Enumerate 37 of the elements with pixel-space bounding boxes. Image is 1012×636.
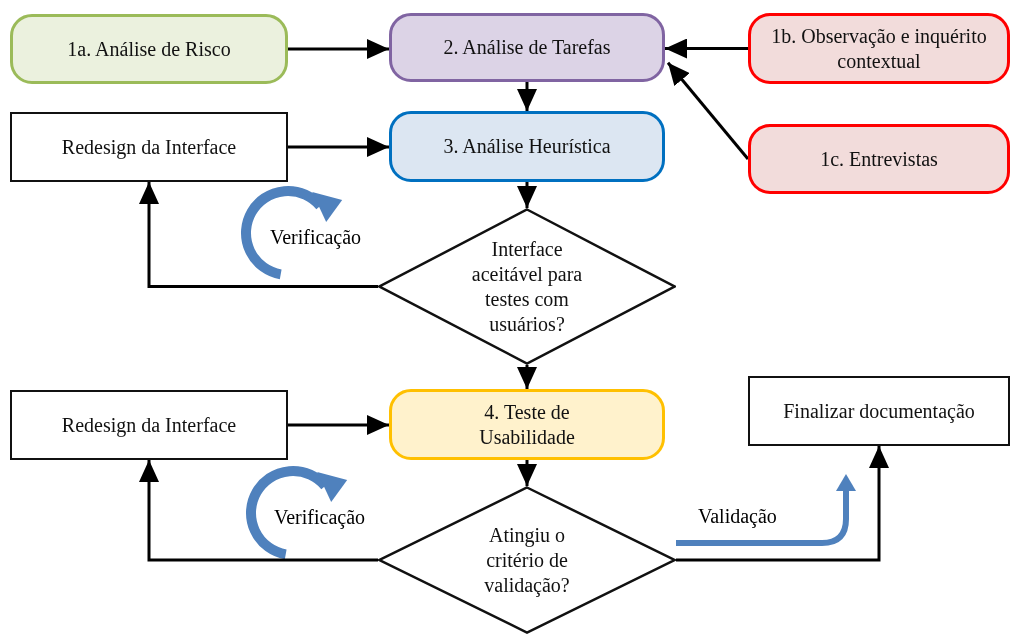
node-label: 3. Análise Heurística — [443, 134, 611, 159]
process-box — [10, 14, 288, 84]
process-box — [10, 112, 288, 182]
arrow — [288, 137, 389, 157]
arrow — [517, 182, 537, 208]
process-box — [10, 390, 288, 460]
node-label: 4. Teste de Usabilidade — [478, 399, 576, 450]
node-label: 2. Análise de Tarefas — [443, 35, 611, 60]
annotation-label: Verificação — [270, 226, 362, 249]
node-label: Redesign da Interface — [61, 134, 237, 160]
process-box — [389, 13, 665, 82]
arrow — [665, 38, 748, 59]
process-box — [748, 376, 1010, 446]
process-box — [748, 13, 1010, 84]
process-box — [389, 111, 665, 182]
node-label: Finalizar documentação — [783, 398, 975, 424]
node-label: Interface aceitável para testes com usuários? — [470, 236, 584, 337]
node-label: 1c. Entrevistas — [820, 146, 938, 172]
arrow — [666, 61, 750, 160]
arrow — [288, 39, 389, 59]
annotation-label: Verificação — [274, 506, 366, 529]
arrow — [139, 460, 378, 562]
process-box — [389, 389, 665, 460]
arrow — [517, 460, 537, 486]
node-label: 1a. Análise de Risco — [67, 36, 231, 62]
node-label: Atingiu o critério de validação? — [483, 522, 571, 598]
node-label: Redesign da Interface — [61, 412, 237, 438]
arrow — [676, 446, 889, 562]
process-box — [748, 124, 1010, 194]
decision-diamond — [378, 486, 676, 634]
node-label: 1b. Observação e inquérito contextual — [770, 23, 988, 74]
annotation-label: Validação — [698, 505, 777, 528]
arrow — [517, 82, 537, 111]
decision-diamond — [378, 208, 676, 365]
arrow — [288, 415, 389, 435]
arrow — [139, 182, 378, 288]
arrow — [517, 365, 537, 389]
